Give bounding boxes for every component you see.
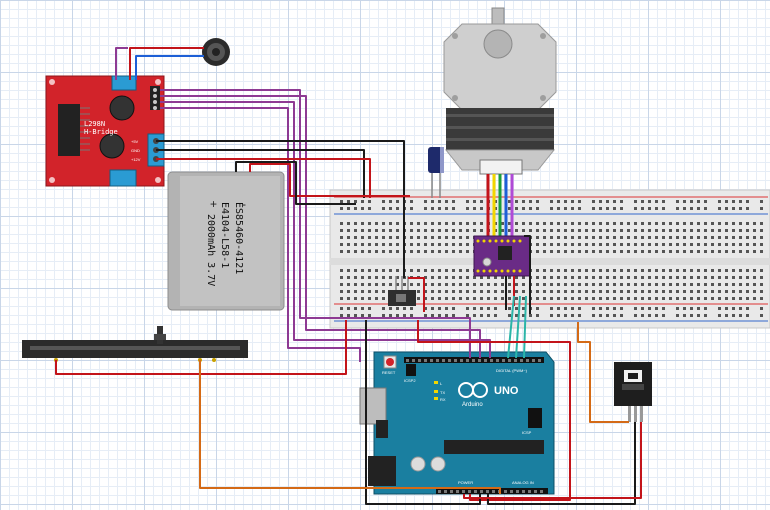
capacitor	[428, 147, 444, 198]
arduino-power-label: POWER	[458, 480, 473, 485]
arduino-led-tx: TX	[440, 390, 445, 395]
wire-orange-pot	[199, 360, 501, 494]
arduino-uno: RESET ICSP2 DIGITAL (PWM~) UNO Arduino T…	[359, 351, 555, 495]
wire-purple-4	[160, 107, 361, 362]
wire-purple-buzzer	[115, 47, 128, 80]
slide-potentiometer	[22, 326, 248, 362]
wire-orange-sensor	[577, 322, 629, 423]
wire-black-battery	[235, 161, 356, 205]
wire-purple-3	[160, 101, 491, 358]
wire-black-stepper-gnd	[524, 235, 531, 314]
battery-plus-label: +	[210, 197, 217, 211]
wires	[55, 47, 642, 505]
slide-switch	[388, 276, 416, 306]
arduino-analog-label: ANALOG IN	[512, 480, 534, 485]
battery-capacity-label: 2000mAh 3.7V	[205, 214, 216, 286]
wire-red-driver-12v	[156, 158, 371, 198]
arduino-icsp2-label: ICSP2	[404, 378, 416, 383]
arduino-led-rx: RX	[440, 397, 446, 402]
wire-purple-1	[160, 89, 471, 358]
sensor-module	[614, 362, 652, 422]
arduino-led-l: L	[440, 381, 443, 386]
arduino-reset-label: RESET	[382, 370, 396, 375]
wire-teal-step	[507, 295, 515, 359]
stepper-motor	[443, 7, 557, 175]
lipo-battery: - + ES85460-4121 E4104-L58-1 2000mAh 3.7…	[167, 171, 285, 311]
wire-red-battery	[249, 163, 410, 197]
wire-blue-buzzer	[135, 55, 204, 80]
wire-black-driver-gnd	[156, 149, 365, 198]
arduino-model-label: UNO	[494, 385, 519, 397]
wire-teal-dir	[515, 295, 521, 359]
battery-model-line2: E4104-L58-1	[219, 202, 230, 268]
buzzer	[202, 38, 230, 66]
driver-pin-12v: +12V	[131, 157, 141, 162]
wire-red-sensor	[463, 422, 642, 499]
wire-teal-en	[523, 295, 527, 359]
wire-red-buzzer	[129, 47, 204, 80]
arduino-logo	[458, 382, 488, 398]
driver-pin-5v: +5V	[131, 139, 139, 144]
stepper-driver-module	[473, 235, 531, 277]
driver-title: L298N	[84, 120, 105, 128]
l298n-driver-module: L298N H-Bridge +5V GND +12V	[45, 75, 165, 187]
battery-minus-label: -	[242, 197, 246, 211]
battery-model-line1: ES85460-4121	[233, 202, 244, 274]
wire-black-driver-5v	[156, 140, 405, 278]
breadboard	[329, 189, 770, 329]
arduino-brand-label: Arduino	[462, 402, 483, 408]
arduino-icsp-label: ICSP	[522, 430, 532, 435]
driver-subtitle: H-Bridge	[84, 128, 118, 136]
motor-leads	[486, 174, 514, 238]
wire-red-switch	[408, 277, 425, 312]
driver-pin-gnd: GND	[131, 148, 140, 153]
arduino-digital-label: DIGITAL (PWM~)	[496, 368, 528, 373]
